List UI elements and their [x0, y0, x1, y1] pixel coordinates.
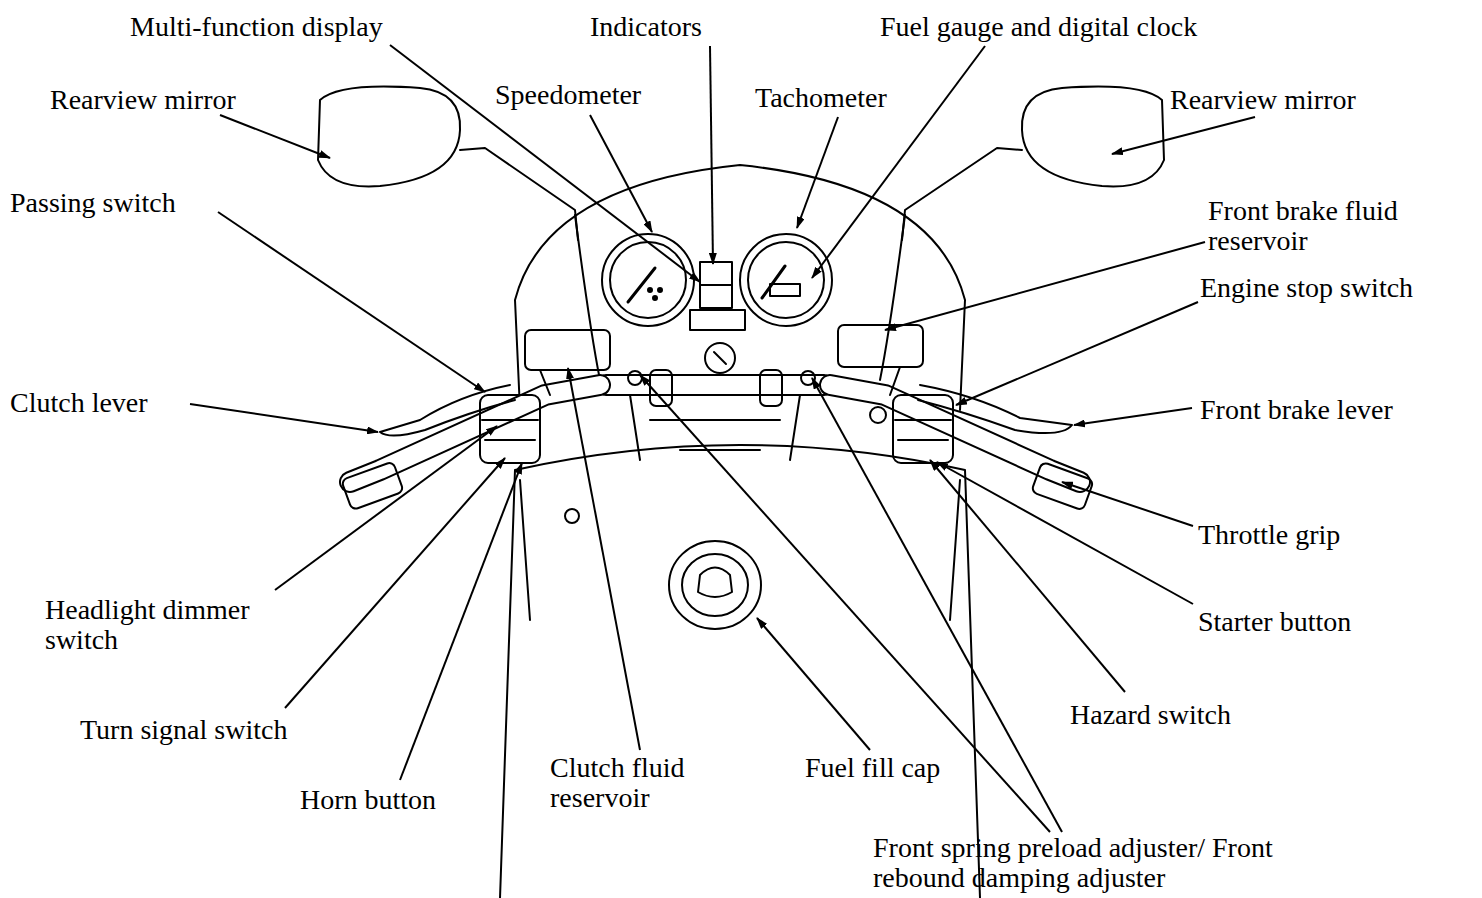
part-label: Engine stop switch: [1200, 273, 1413, 303]
part-label: Fuel fill cap: [805, 753, 940, 783]
part-label: Throttle grip: [1198, 520, 1340, 550]
part-label: Hazard switch: [1070, 700, 1231, 730]
clutch-reservoir: [525, 330, 610, 370]
front-brake-reservoir: [838, 325, 923, 367]
part-label: Rearview mirror: [50, 85, 236, 115]
part-label: Turn signal switch: [80, 715, 287, 745]
left-switch-housing: [480, 395, 540, 463]
part-label: Starter button: [1198, 607, 1351, 637]
part-label: Tachometer: [755, 83, 887, 113]
part-label: Clutch lever: [10, 388, 148, 418]
part-label: Rearview mirror: [1170, 85, 1356, 115]
speedometer: [602, 234, 694, 326]
fuel-cap: [669, 541, 761, 629]
throttle-grip: [1031, 462, 1094, 511]
part-label: Clutch fluid reservoir: [550, 753, 720, 813]
ignition-switch: [705, 343, 735, 373]
part-label: Headlight dimmer switch: [45, 595, 305, 655]
tachometer: [740, 234, 832, 326]
part-label: Front brake fluid reservoir: [1208, 196, 1458, 256]
front-brake-lever: [918, 385, 1072, 433]
right-mirror: [902, 87, 1164, 241]
leader-lines: [190, 45, 1255, 832]
part-label: Horn button: [300, 785, 436, 815]
indicator-panel: [700, 262, 732, 308]
part-label: Front brake lever: [1200, 395, 1393, 425]
part-label: Indicators: [590, 12, 702, 42]
part-label: Speedometer: [495, 80, 641, 110]
part-label: Multi-function display: [130, 12, 383, 42]
fairing: [515, 165, 965, 410]
part-label: Passing switch: [10, 188, 176, 218]
fuel-tank: [500, 445, 980, 898]
right-switch-housing: [893, 395, 953, 463]
part-label: Fuel gauge and digital clock: [880, 12, 1197, 42]
part-label: Front spring preload adjuster/ Front reb…: [873, 833, 1333, 893]
